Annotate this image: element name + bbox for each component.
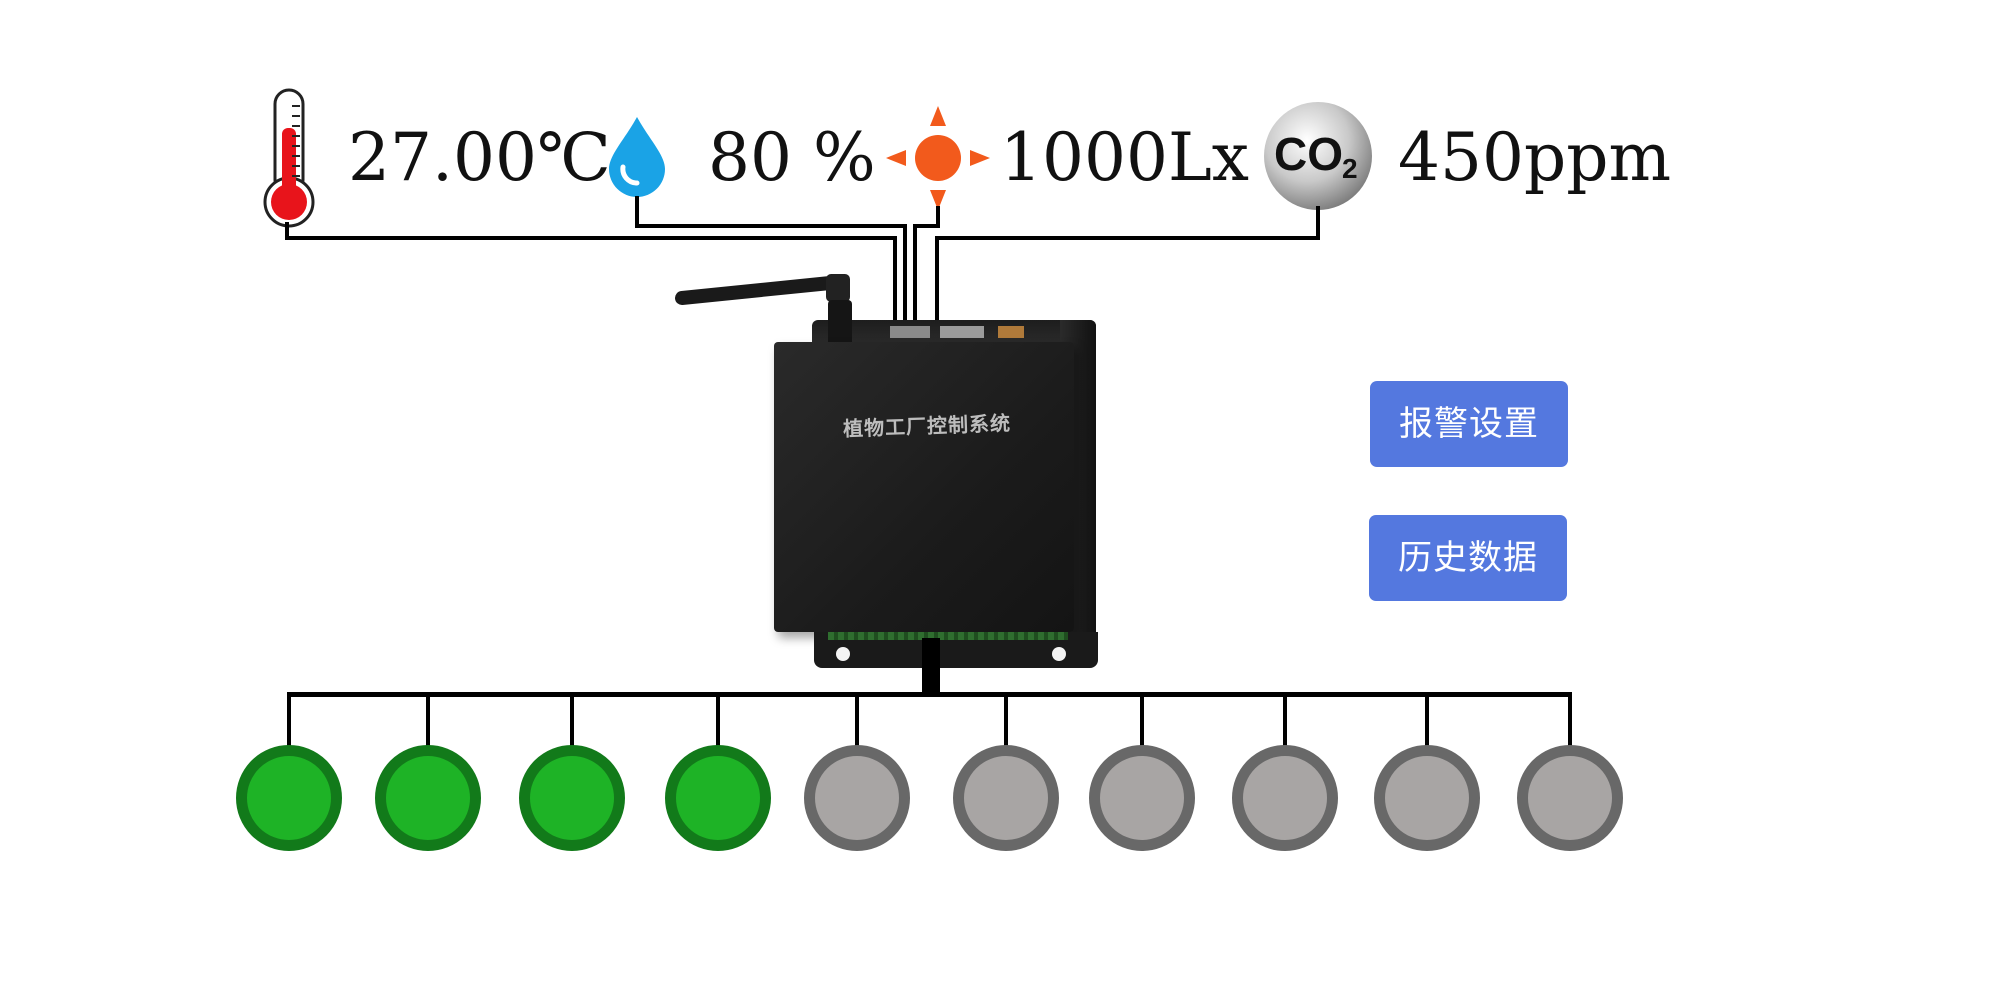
device-front-panel [774,342,1074,632]
relay-indicator-7[interactable] [1089,745,1195,851]
history-data-button[interactable]: 历史数据 [1369,515,1567,601]
co2-icon-subscript: 2 [1342,153,1358,184]
relay-indicator-2[interactable] [375,745,481,851]
sun-icon [886,106,990,210]
humidity-reading: 80 % [708,119,876,196]
relay-indicator-1[interactable] [236,745,342,851]
relay-indicator-4[interactable] [665,745,771,851]
co2-reading: 450ppm [1398,119,1672,196]
alarm-settings-button[interactable]: 报警设置 [1370,381,1568,467]
mounting-hole-right [1052,647,1066,661]
temperature-reading: 27.00℃ [348,119,611,196]
light-reading: 1000Lx [1000,119,1250,196]
co2-icon-text: CO [1274,128,1343,180]
relay-indicator-3[interactable] [519,745,625,851]
relay-indicator-8[interactable] [1232,745,1338,851]
relay-indicator-9[interactable] [1374,745,1480,851]
relay-indicator-5[interactable] [804,745,910,851]
relay-indicator-6[interactable] [953,745,1059,851]
terminal-strip [828,632,1068,640]
mounting-hole-left [836,647,850,661]
water-drop-icon [609,117,665,197]
device-ports [890,326,1040,340]
co2-icon: CO 2 [1264,102,1372,210]
relay-indicator-10[interactable] [1517,745,1623,851]
thermometer-icon [263,88,315,228]
